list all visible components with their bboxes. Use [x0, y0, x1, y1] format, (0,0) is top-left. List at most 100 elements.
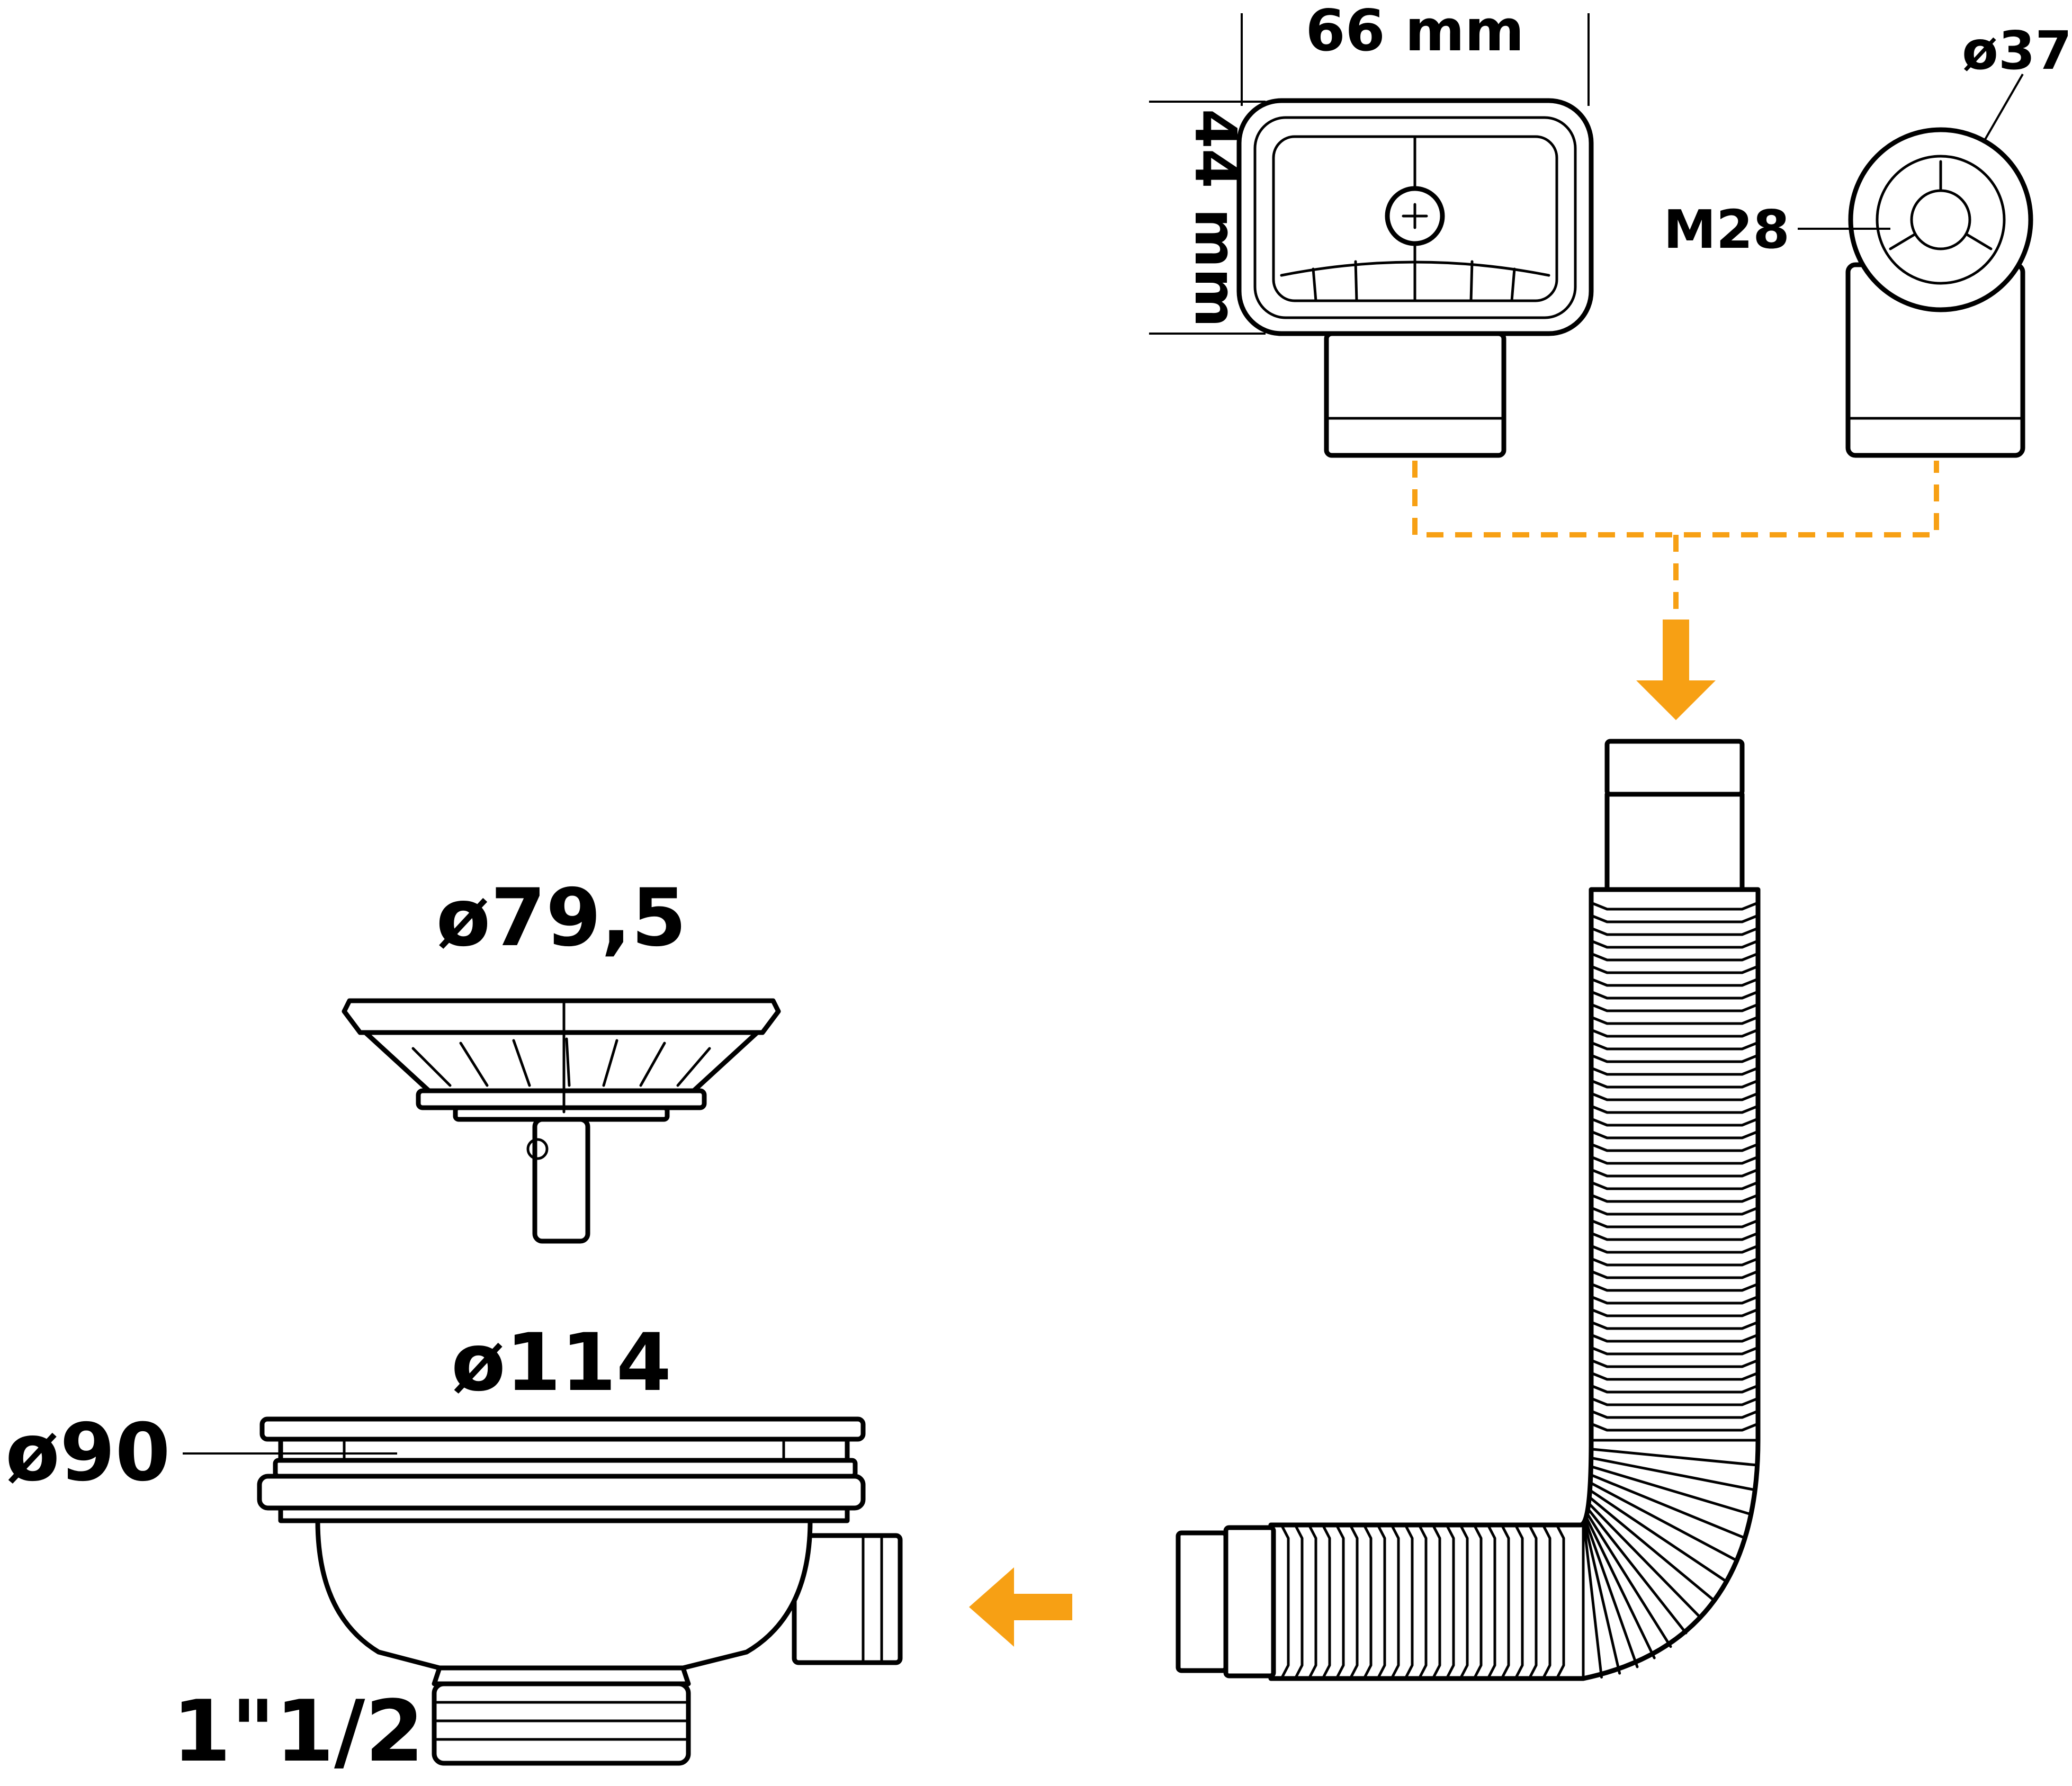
hose-rib — [1376, 1523, 1386, 1680]
hose-rib — [1590, 1282, 1760, 1292]
round-overflow — [1798, 74, 2033, 458]
hose-rib — [1590, 1257, 1760, 1267]
hose-rib — [1590, 1270, 1760, 1279]
hose-rib — [1590, 1371, 1760, 1381]
hose-rib — [1390, 1523, 1400, 1680]
hose-rib — [1590, 1117, 1760, 1127]
hose-bend-rib — [1590, 1456, 1756, 1492]
hose-rib — [1590, 1041, 1760, 1051]
hose-rib — [1294, 1523, 1304, 1680]
flange-outer-diameter-label: ø114 — [451, 1317, 671, 1409]
hose-rib — [1280, 1523, 1290, 1680]
hose-rib — [1590, 1422, 1760, 1432]
hose-rib — [1590, 1410, 1760, 1419]
outlet-thread-label: 1"1/2 — [172, 1682, 424, 1781]
hose-bend-rib — [1587, 1495, 1715, 1601]
hose-rib — [1590, 1219, 1760, 1228]
hose-rib — [1590, 1333, 1760, 1343]
overflow-grille — [1280, 261, 1550, 277]
hose-rib — [1590, 901, 1760, 911]
hose-rib — [1590, 1359, 1760, 1368]
hose-rib — [1349, 1523, 1359, 1680]
hose-top-cuff — [1604, 739, 1745, 797]
hose-bend-rib — [1589, 1481, 1736, 1561]
hose-bend-rib — [1587, 1502, 1702, 1619]
connection-dashed-line — [1412, 461, 1939, 609]
hose-bend-rib — [1589, 1473, 1744, 1539]
flange-inner-diameter-label: ø90 — [5, 1407, 171, 1499]
hose-rib — [1541, 1523, 1551, 1680]
hose-rib — [1590, 914, 1760, 923]
hose-bend-rib — [1589, 1465, 1751, 1515]
hose-rib — [1590, 1143, 1760, 1152]
hose-rib — [1590, 1130, 1760, 1139]
hose-rib — [1590, 1155, 1760, 1165]
sink-drain — [183, 1416, 903, 1766]
flexible-hose — [1176, 739, 1761, 1681]
hose-bend-rib — [1584, 1519, 1639, 1668]
hose-rib — [1590, 1168, 1760, 1178]
strainer-basket — [342, 998, 781, 1244]
hose-rib — [1528, 1523, 1538, 1680]
hose-bend-rib — [1583, 1522, 1621, 1675]
drain-thread — [432, 1681, 691, 1766]
hose-bend-rib — [1583, 1523, 1603, 1679]
hose-rib — [1590, 1308, 1760, 1317]
strainer-seal — [416, 1088, 707, 1110]
strainer-rim — [342, 998, 781, 1035]
hose-bend-rib — [1585, 1516, 1656, 1659]
overflow-height-label: 44 mm — [1182, 109, 1248, 328]
hose-rib — [1590, 1079, 1760, 1089]
hose-rib — [1459, 1523, 1469, 1680]
hose-rib — [1590, 1384, 1760, 1394]
hose-bend-rib — [1586, 1507, 1688, 1635]
hose-rib — [1590, 1295, 1760, 1305]
drain-flange — [259, 1416, 866, 1442]
hose-rib — [1418, 1523, 1428, 1680]
hose-ribs-vertical — [1590, 901, 1760, 1432]
hose-rib — [1321, 1523, 1331, 1680]
hose-rib — [1590, 977, 1760, 987]
hose-rib — [1590, 1066, 1760, 1076]
hose-rib — [1590, 1321, 1760, 1330]
hose-rib — [1590, 1232, 1760, 1241]
hose-rib — [1590, 965, 1760, 974]
hose-rib — [1486, 1523, 1496, 1680]
hose-rib — [1473, 1523, 1483, 1680]
hose-rib — [1590, 952, 1760, 962]
hose-rib — [1590, 1397, 1760, 1406]
hose-rib — [1590, 1054, 1760, 1063]
strainer-diameter-label: ø79,5 — [436, 872, 686, 964]
hose-rib — [1514, 1523, 1524, 1680]
strainer-stem — [532, 1117, 590, 1244]
hose-bend-rib — [1590, 1448, 1759, 1467]
hose-left-cuff — [1176, 1530, 1228, 1673]
hose-rib — [1590, 990, 1760, 1000]
drain-bowl — [315, 1518, 813, 1671]
round-overflow-thread — [1876, 155, 2006, 285]
hose-rib — [1590, 1244, 1760, 1254]
hose-rib — [1555, 1523, 1565, 1680]
hose-rib — [1590, 1092, 1760, 1101]
hose-rib — [1590, 1105, 1760, 1114]
hose-rib — [1590, 939, 1760, 949]
hose-rib — [1590, 1003, 1760, 1012]
hose-bend-rib — [1588, 1488, 1726, 1582]
hose-rib — [1590, 1193, 1760, 1203]
drain-nut — [257, 1474, 866, 1511]
overflow-spigot — [1324, 331, 1506, 458]
overflow-frame-inner — [1253, 116, 1577, 319]
rectangular-overflow — [1149, 13, 1594, 458]
hose-rib — [1500, 1523, 1510, 1680]
round-overflow-diameter-label: ø37 — [1962, 20, 2072, 82]
overflow-width-label: 66 mm — [1306, 0, 1524, 64]
hose-rib — [1431, 1523, 1441, 1680]
hose-rib — [1590, 1346, 1760, 1356]
hose-rib — [1590, 1181, 1760, 1190]
hose-rib — [1590, 927, 1760, 936]
arrow-down-icon — [1636, 620, 1716, 720]
hose-rib — [1404, 1523, 1414, 1680]
hose-rib — [1362, 1523, 1373, 1680]
hose-rib — [1307, 1523, 1317, 1680]
